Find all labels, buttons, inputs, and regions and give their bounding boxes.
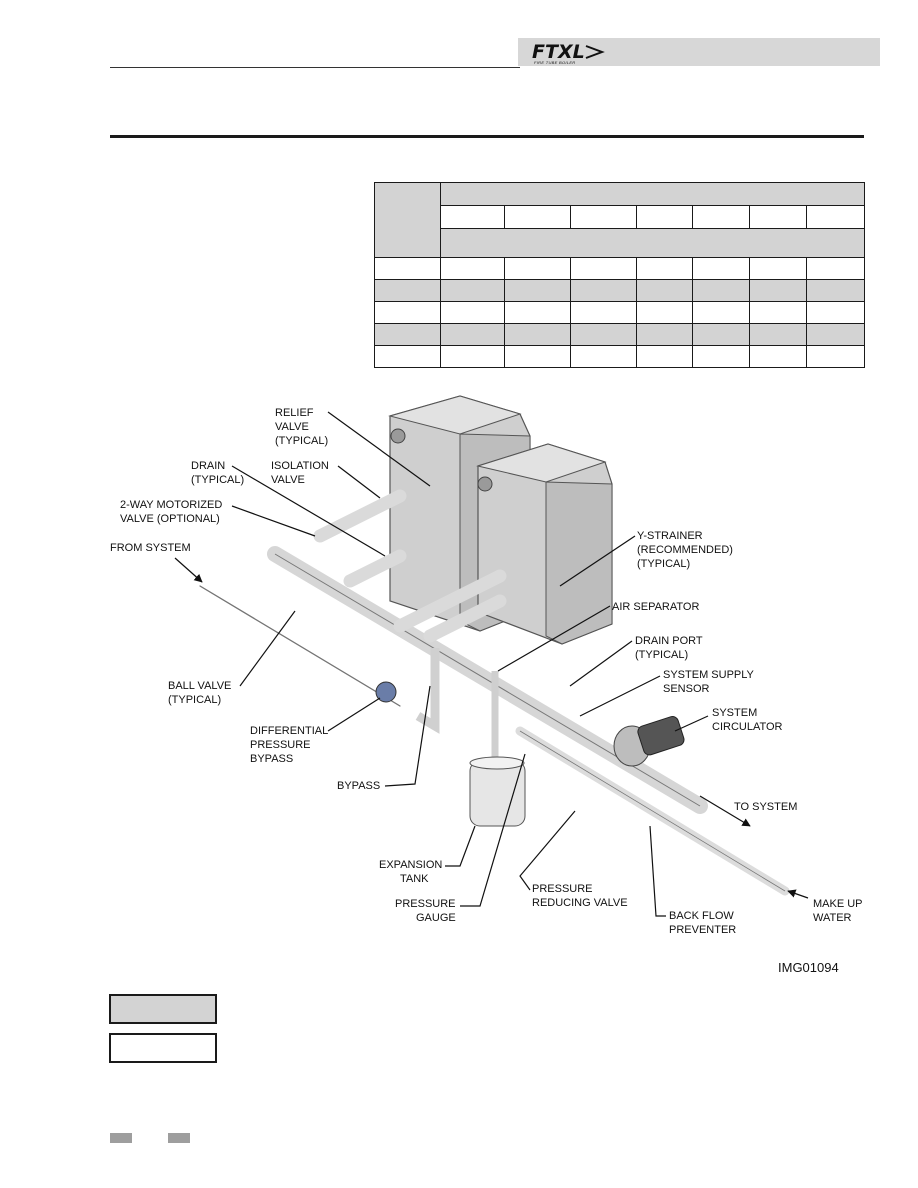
section-rule [110,135,864,138]
label-to-system: TO SYSTEM [699,795,797,827]
svg-text:PREVENTER: PREVENTER [669,924,736,936]
table-cell [805,205,866,230]
table-header-cell [439,181,866,207]
label-motorized-valve: 2-WAY MOTORIZED VALVE (OPTIONAL) [120,499,316,537]
svg-text:AIR SEPARATOR: AIR SEPARATOR [612,601,699,613]
note-box-gray [109,994,217,1024]
svg-text:SYSTEM SUPPLY: SYSTEM SUPPLY [663,669,755,681]
label-air-separator: AIR SEPARATOR [497,601,699,672]
svg-text:GAUGE: GAUGE [416,912,456,924]
svg-text:BACK FLOW: BACK FLOW [669,910,734,922]
svg-text:PRESSURE: PRESSURE [395,898,456,910]
label-from-system: FROM SYSTEM [110,542,203,583]
svg-text:Y-STRAINER: Y-STRAINER [637,530,703,542]
table-cell [570,205,637,230]
svg-text:2-WAY MOTORIZED: 2-WAY MOTORIZED [120,499,222,511]
system-circulator [613,715,685,767]
svg-text:(TYPICAL): (TYPICAL) [168,694,221,706]
label-isolation-valve: ISOLATION VALVE [271,460,381,499]
footer-mark-right [168,1133,190,1143]
svg-text:VALVE: VALVE [275,421,309,433]
logo-text: FTXL [532,41,585,63]
table-row [374,181,866,258]
piping-diagram: RELIEF VALVE (TYPICAL) DRAIN (TYPICAL) I… [110,395,863,975]
svg-text:PRESSURE: PRESSURE [532,883,593,895]
label-back-flow-preventer: BACK FLOW PREVENTER [649,825,736,936]
svg-text:REDUCING VALVE: REDUCING VALVE [532,897,628,909]
label-y-strainer: Y-STRAINER (RECOMMENDED) (TYPICAL) [559,530,733,587]
svg-text:EXPANSION: EXPANSION [379,859,442,871]
label-bypass: BYPASS [337,685,431,792]
logo-chevron-icon [585,45,605,59]
svg-text:VALVE: VALVE [271,474,305,486]
svg-text:MAKE UP: MAKE UP [813,898,863,910]
footer-mark-left [110,1133,132,1143]
label-make-up-water: MAKE UP WATER [787,889,863,924]
svg-text:ISOLATION: ISOLATION [271,460,329,472]
table-cell [749,205,807,230]
table-row [374,323,866,346]
svg-text:VALVE (OPTIONAL): VALVE (OPTIONAL) [120,513,220,525]
svg-text:DRAIN PORT: DRAIN PORT [635,635,703,647]
svg-text:BALL VALVE: BALL VALVE [168,680,231,692]
svg-text:SENSOR: SENSOR [663,683,710,695]
label-differential-bypass: DIFFERENTIAL PRESSURE BYPASS [250,697,381,765]
svg-text:RELIEF: RELIEF [275,407,314,419]
svg-text:(TYPICAL): (TYPICAL) [635,649,688,661]
table-row [374,279,866,302]
table-corner-cell [374,182,441,258]
svg-text:BYPASS: BYPASS [250,753,293,765]
table-cell [692,205,750,230]
header-rule [110,67,520,68]
table-row [375,228,866,258]
label-ball-valve: BALL VALVE (TYPICAL) [168,610,296,706]
svg-text:BYPASS: BYPASS [337,780,380,792]
table-cell [440,205,505,230]
svg-text:(TYPICAL): (TYPICAL) [637,558,690,570]
table-row [375,205,866,230]
svg-text:TO SYSTEM: TO SYSTEM [734,801,797,813]
label-drain-port: DRAIN PORT (TYPICAL) [569,635,703,687]
svg-text:(RECOMMENDED): (RECOMMENDED) [637,544,733,556]
logo-tagline: FIRE TUBE BOILER [534,60,575,65]
label-drain: DRAIN (TYPICAL) [191,460,386,557]
table-row [374,301,866,324]
label-expansion-tank: EXPANSION TANK [379,825,476,885]
boiler-2 [476,443,613,645]
label-system-supply-sensor: SYSTEM SUPPLY SENSOR [579,669,755,717]
svg-text:(TYPICAL): (TYPICAL) [275,435,328,447]
table-subheader-cell [439,228,866,258]
svg-text:CIRCULATOR: CIRCULATOR [712,721,783,733]
table-cell [504,205,571,230]
brand-logo: FTXL FIRE TUBE BOILER [532,41,605,65]
label-relief-valve: RELIEF VALVE (TYPICAL) [275,407,431,487]
expansion-tank [469,671,526,827]
svg-text:(TYPICAL): (TYPICAL) [191,474,244,486]
table-row [374,345,866,368]
svg-text:WATER: WATER [813,912,852,924]
svg-text:FROM SYSTEM: FROM SYSTEM [110,542,191,554]
table-cell [636,205,693,230]
svg-text:DIFFERENTIAL: DIFFERENTIAL [250,725,328,737]
svg-text:DRAIN: DRAIN [191,460,225,472]
svg-text:PRESSURE: PRESSURE [250,739,311,751]
note-box-white [109,1033,217,1063]
svg-text:SYSTEM: SYSTEM [712,707,757,719]
label-system-circulator: SYSTEM CIRCULATOR [674,707,783,733]
image-id: IMG01094 [778,960,839,975]
table-row [374,257,866,280]
label-pressure-gauge: PRESSURE GAUGE [395,753,526,924]
data-table [374,181,866,368]
header-band [518,38,880,66]
svg-text:TANK: TANK [400,873,429,885]
label-pressure-reducing-valve: PRESSURE REDUCING VALVE [519,810,628,909]
